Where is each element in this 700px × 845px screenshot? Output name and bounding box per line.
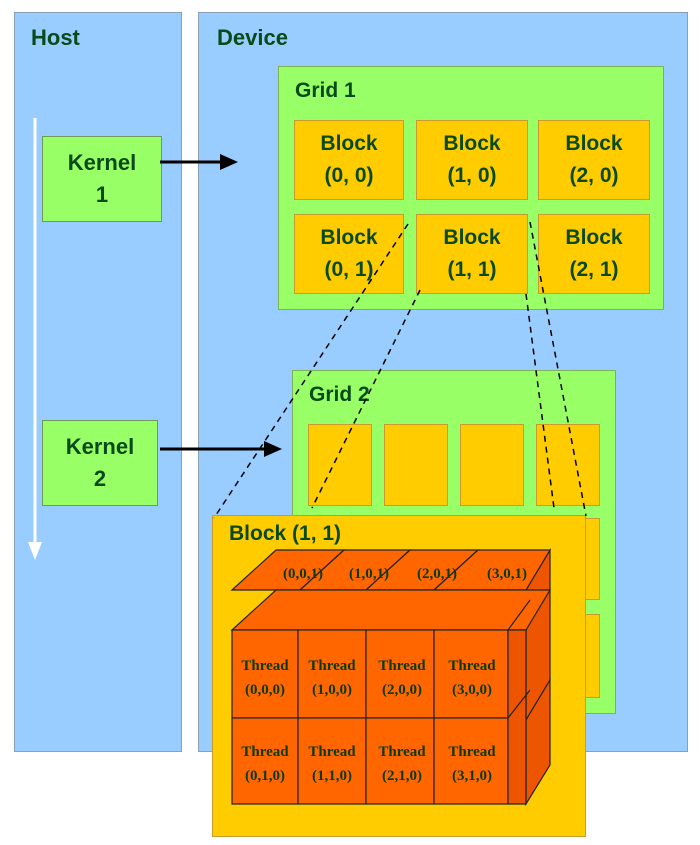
thread-label: Thread (308, 744, 356, 760)
kernel-2: Kernel 2 (42, 420, 158, 506)
grid-2-block (460, 424, 524, 506)
thread-label: Thread (308, 658, 356, 674)
thread-coord: (1,0,0) (312, 682, 352, 698)
grid-1-block-1-1: Block (1, 1) (416, 214, 528, 294)
thread-cell (365, 717, 435, 805)
back-thread-label: (3,0,1) (487, 566, 527, 582)
kernel-1: Kernel 1 (42, 136, 162, 222)
block-label: Block (443, 132, 501, 155)
grid-1-block-2-0: Block (2, 0) (538, 120, 650, 200)
grid-1-title: Grid 1 (295, 79, 356, 102)
thread-cell (297, 629, 367, 719)
block-label: Block (443, 226, 501, 249)
host-panel: Host (14, 12, 182, 752)
thread-label: Thread (448, 658, 496, 674)
block-coord: (0, 0) (324, 164, 374, 187)
grid-1-block-0-0: Block (0, 0) (294, 120, 404, 200)
thread-label: Thread (241, 744, 289, 760)
thread-cell (365, 629, 435, 719)
thread-coord: (2,1,0) (382, 768, 422, 784)
kernel-1-number: 1 (95, 182, 109, 207)
thread-coord: (0,0,0) (245, 682, 285, 698)
block-coord: (2, 0) (569, 164, 619, 187)
block-coord: (1, 0) (447, 164, 497, 187)
thread-label: Thread (241, 658, 289, 674)
thread-coord: (2,0,0) (382, 682, 422, 698)
host-title: Host (31, 25, 80, 50)
back-thread-label: (1,0,1) (349, 566, 389, 582)
grid-1-block-1-0: Block (1, 0) (416, 120, 528, 200)
block-detail-title: Block (1, 1) (229, 522, 342, 545)
thread-coord: (1,1,0) (312, 768, 352, 784)
thread-cell (433, 629, 509, 719)
thread-cell (231, 717, 299, 805)
block-label: Block (565, 132, 623, 155)
thread-coord: (0,1,0) (245, 768, 285, 784)
thread-label: Thread (378, 658, 426, 674)
cube-right-edge (507, 629, 527, 805)
timeline-arrow-icon (28, 118, 42, 560)
thread-coord: (3,0,0) (452, 682, 492, 698)
back-thread-label: (2,0,1) (417, 566, 457, 582)
block-label: Block (320, 132, 378, 155)
block-coord: (1, 1) (447, 258, 497, 281)
thread-cell (231, 629, 299, 719)
thread-cell (433, 717, 509, 805)
back-thread-label: (0,0,1) (283, 566, 323, 582)
thread-label: Thread (378, 744, 426, 760)
kernel-1-label: Kernel (67, 150, 137, 175)
kernel-2-number: 2 (93, 466, 107, 491)
cube-top-strip (230, 589, 552, 631)
thread-cell (297, 717, 367, 805)
thread-label: Thread (448, 744, 496, 760)
kernel-2-label: Kernel (65, 434, 135, 459)
thread-coord: (3,1,0) (452, 768, 492, 784)
device-title: Device (217, 25, 288, 50)
